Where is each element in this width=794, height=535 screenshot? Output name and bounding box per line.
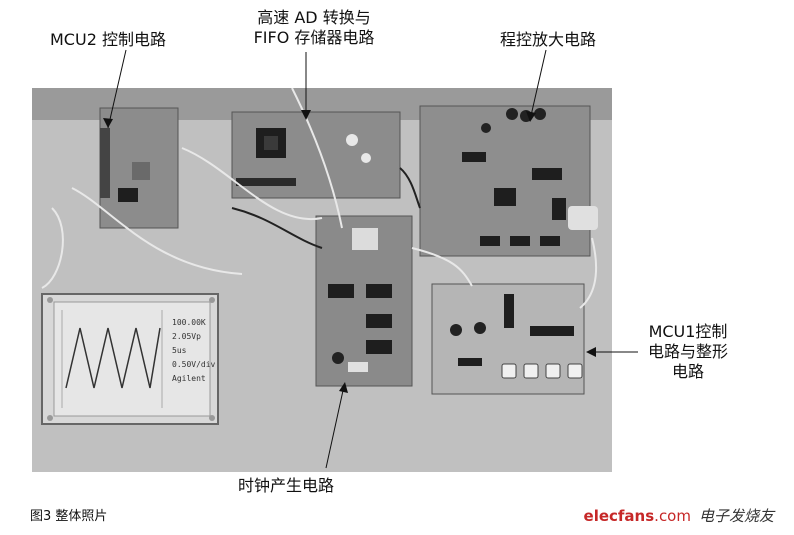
- lcd-vdiv: 0.50V/div: [172, 360, 216, 369]
- adc-label-line2: FIFO 存储器电路: [253, 28, 375, 47]
- adc-label-line1: 高速 AD 转换与: [257, 8, 371, 27]
- lcd-amplitude: 2.05Vp: [172, 332, 201, 341]
- amplifier-board: [419, 105, 598, 257]
- lcd-display: [41, 293, 219, 425]
- dark-wires: [231, 167, 421, 249]
- mcu1-label-line3: 电路: [671, 362, 704, 381]
- hardware-photo: 100.00K 2.05Vp 5us 0.50V/div Agilent: [32, 88, 612, 472]
- amplifier-label: 程控放大电路: [500, 30, 597, 49]
- clock-board: [315, 215, 413, 387]
- clock-label: 时钟产生电路: [238, 476, 335, 495]
- mcu1-label: MCU1控制 电路与整形 电路: [640, 322, 736, 382]
- lcd-timebase: 5us: [172, 346, 187, 355]
- triangle-waveform: [65, 327, 161, 389]
- adc-fifo-board: [231, 111, 401, 199]
- brand-chinese: 电子发烧友: [698, 507, 774, 525]
- figure-caption: 图3 整体照片: [30, 509, 108, 524]
- lcd-readouts: 100.00K 2.05Vp 5us 0.50V/div Agilent: [172, 316, 215, 386]
- mcu1-label-line2: 电路与整形: [647, 342, 728, 361]
- adc-fifo-label: 高速 AD 转换与 FIFO 存储器电路: [230, 8, 398, 48]
- brand-mark: elecfans: [583, 507, 655, 525]
- lcd-frequency: 100.00K: [172, 318, 206, 327]
- mcu2-label: MCU2 控制电路: [50, 30, 166, 49]
- mcu1-board: [431, 283, 585, 395]
- brand-domain: .com: [654, 507, 691, 525]
- mcu1-label-line1: MCU1控制: [648, 322, 728, 341]
- lcd-brand: Agilent: [172, 374, 206, 383]
- brand-watermark: elecfans.com 电子发烧友: [584, 505, 774, 526]
- photo-illustration: [32, 88, 612, 472]
- wires: [41, 88, 597, 309]
- mcu2-board: [99, 107, 179, 229]
